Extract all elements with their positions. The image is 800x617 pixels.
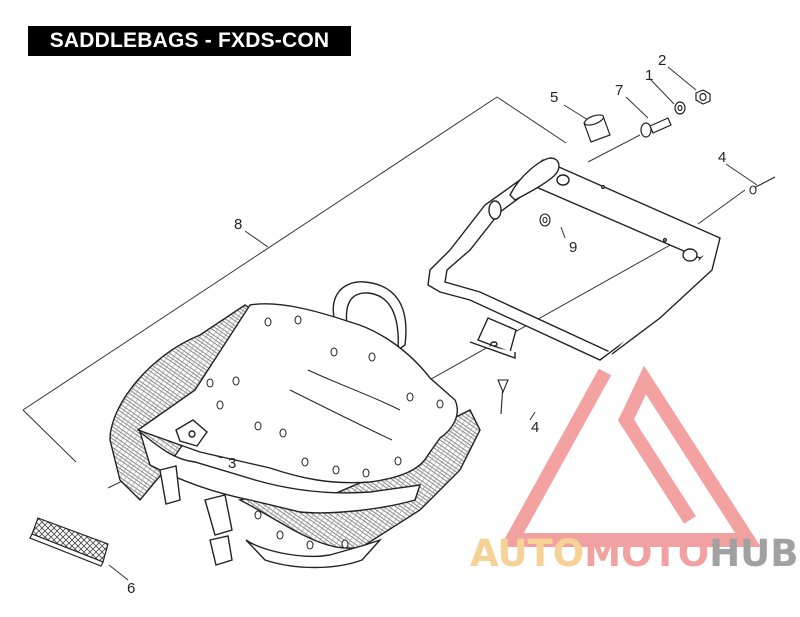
screw-part-4-upper (749, 176, 776, 195)
callout-labels: 1 2 3 4 4 5 6 7 8 9 (127, 52, 726, 597)
watermark-text-hub: HUB (709, 532, 798, 575)
callout-4-upper: 4 (718, 149, 726, 166)
bolt-part-7 (640, 117, 672, 138)
callout-9: 9 (569, 239, 577, 256)
saddlebag-support-rail (427, 157, 721, 361)
callout-4-lower: 4 (531, 419, 539, 436)
diagram-title: SADDLEBAGS - FXDS-CON (49, 29, 330, 52)
svg-text:AUTOMOTOHUB: AUTOMOTOHUB (470, 532, 798, 575)
callout-7: 7 (615, 82, 623, 99)
callout-2: 2 (658, 52, 666, 69)
diagram-title-bar: SADDLEBAGS - FXDS-CON (28, 26, 351, 56)
watermark-triangle-icon (500, 365, 761, 547)
callout-6: 6 (127, 580, 135, 597)
nut-part-2 (695, 89, 711, 105)
watermark-logo: AUTOMOTOHUB (470, 365, 798, 575)
saddlebag-assembly (109, 281, 481, 569)
watermark-text-moto: MOTO (584, 532, 709, 575)
grommet-part-9 (539, 213, 551, 227)
callout-3: 3 (228, 455, 236, 472)
spacer-part-5 (583, 114, 611, 143)
watermark-text-auto: AUTO (470, 532, 584, 575)
callout-1: 1 (645, 67, 653, 84)
assembly-bracket-8 (22, 96, 567, 463)
screw-part-4-lower (497, 379, 509, 415)
reflector-part-6 (29, 517, 109, 567)
lid-rivets (206, 315, 444, 550)
washer-part-1 (674, 101, 686, 115)
callout-5: 5 (550, 89, 558, 106)
callout-8: 8 (234, 216, 242, 233)
